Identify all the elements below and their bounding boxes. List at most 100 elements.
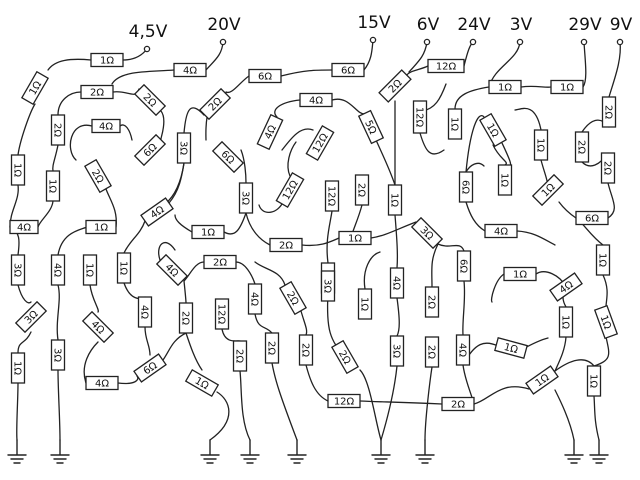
resistor: 3Ω (10, 254, 26, 286)
wire-57 (607, 182, 615, 219)
resistor: 1Ω (184, 368, 220, 398)
resistor: 1Ω (45, 170, 61, 202)
resistor: 1Ω (10, 352, 26, 384)
resistor: 2Ω (133, 83, 167, 117)
resistor: 2Ω (198, 87, 232, 121)
resistor-body (137, 296, 153, 328)
resistor: 2Ω (203, 254, 237, 270)
wire-52 (394, 214, 399, 269)
resistor-body (298, 334, 314, 366)
wire-38 (37, 200, 54, 228)
resistor: 1Ω (191, 224, 225, 240)
resistor: 2Ω (600, 152, 616, 184)
resistor-body (327, 393, 361, 409)
resistor-body (575, 210, 609, 226)
resistor-label: 3Ω (322, 279, 333, 293)
resistor-body (20, 70, 50, 106)
resistor: 12Ω (327, 393, 361, 409)
ground-symbol (589, 439, 609, 464)
wire-72 (363, 251, 381, 290)
resistor-label: 6Ω (258, 72, 272, 83)
resistor-label: 2Ω (234, 349, 245, 363)
wire-62 (89, 284, 99, 313)
resistor: 3Ω (176, 132, 192, 164)
voltage-source: 3V (510, 15, 533, 46)
resistor-label: 6Ω (460, 180, 471, 194)
ground-symbol (287, 439, 307, 464)
resistor-body (80, 84, 114, 100)
resistor-body (211, 140, 245, 174)
resistor: 6Ω (133, 133, 167, 167)
wire-4 (225, 75, 250, 94)
resistor: 1Ω (116, 252, 132, 284)
resistor-body (178, 302, 194, 334)
resistor: 1Ω (488, 79, 522, 95)
resistor-body (330, 339, 360, 375)
source-terminal (369, 36, 377, 44)
resistor-body (558, 306, 574, 338)
source-terminal (423, 38, 431, 46)
resistor: 3Ω (410, 216, 444, 250)
resistor-label: 1Ω (597, 253, 608, 267)
wire-29 (454, 86, 490, 110)
wire-55 (516, 230, 556, 246)
grounds (7, 439, 609, 464)
wire-13 (608, 41, 621, 98)
resistor-body (412, 100, 428, 134)
resistor: 4Ω (91, 118, 121, 134)
wire-37 (52, 144, 59, 172)
wire-54 (465, 201, 486, 232)
resistor-body (595, 244, 611, 276)
resistor: 4Ω (50, 254, 66, 286)
resistor-body (269, 237, 303, 253)
resistor-body (484, 223, 518, 239)
ground-symbol (415, 439, 435, 464)
resistor: 1Ω (525, 365, 559, 395)
resistor-label: 2Ω (576, 140, 587, 154)
wire-94 (593, 395, 600, 441)
resistor-body (424, 286, 440, 318)
resistor: 1Ω (478, 112, 508, 148)
resistor-label: 4Ω (139, 305, 150, 319)
resistor: 6Ω (211, 140, 245, 174)
resistor-label: 1Ω (348, 234, 362, 245)
voltage-source: 15V (357, 13, 391, 44)
wire-61 (56, 284, 60, 341)
wire-41 (123, 220, 146, 254)
resistor-label: 6Ω (341, 66, 355, 77)
resistor-body (91, 118, 121, 134)
resistor-body (455, 334, 471, 366)
voltage-source: 24V (457, 15, 491, 46)
resistor-label: 2Ω (180, 311, 191, 325)
voltage-source: 4,5V (129, 22, 168, 53)
resistor-body (264, 332, 280, 364)
resistor-body (488, 79, 522, 95)
wire-102 (359, 369, 382, 441)
wire-3 (111, 69, 175, 85)
resistor-label: 2Ω (52, 123, 63, 137)
resistor-body (299, 92, 333, 108)
resistor: 2Ω (178, 302, 194, 334)
resistor: 1Ω (90, 52, 124, 68)
resistor-label: 2Ω (602, 161, 613, 175)
wire-58 (558, 201, 577, 219)
wire-53 (437, 243, 465, 252)
resistor-body (85, 219, 117, 235)
resistor: 2Ω (330, 339, 360, 375)
wire-70 (300, 310, 308, 336)
resistor-body (155, 253, 189, 287)
resistor: 6Ω (248, 68, 282, 84)
resistor: 4Ω (484, 223, 518, 239)
resistor-body (275, 172, 305, 208)
wire-44 (223, 212, 247, 235)
resistor-body (176, 132, 192, 164)
resistor-body (184, 368, 220, 398)
resistor: 4Ω (549, 272, 583, 302)
resistor-label: 6Ω (585, 214, 599, 225)
resistor-label: 1Ω (100, 56, 114, 67)
resistor-body (50, 339, 66, 371)
resistor-body (478, 112, 508, 148)
resistor-label: 1Ω (499, 173, 510, 187)
resistor-body (50, 254, 66, 286)
resistor: 2Ω (50, 114, 66, 146)
